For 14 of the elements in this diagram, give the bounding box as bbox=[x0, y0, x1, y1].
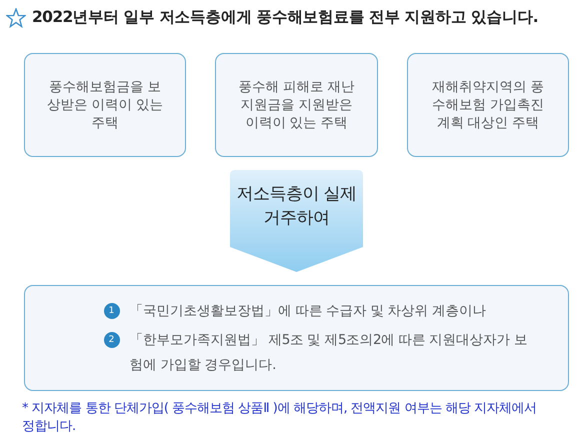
footnote: * 지자체를 통한 단체가입( 풍수해보험 상품Ⅱ )에 해당하며, 전액지원 여부는 해당 지자체에서 정합니다. bbox=[22, 400, 538, 436]
list-item: 「한부모가족지원법」 제5조 및 제5조의2에 따른 지원대상자가 보험에 가입할 경우입니다. bbox=[130, 330, 529, 374]
title: 2022년부터 일부 저소득층에게 풍수해보험료를 전부 지원하고 있습니다. bbox=[32, 7, 538, 28]
card-text: 풍수해보험금을 보상받은 이력이 있는 주택 bbox=[46, 78, 164, 132]
criteria-card bbox=[24, 53, 186, 157]
list-panel bbox=[24, 285, 569, 391]
step-number: 1 bbox=[104, 302, 120, 318]
card-text: 재해취약지역의 풍수해보험 가입촉진 계획 대상인 주택 bbox=[431, 78, 545, 132]
arrow-label: 저소득층이 실제 거주하여 bbox=[236, 183, 358, 230]
list-item: 「국민기초생활보장법」에 따른 수급자 및 차상위 계층이나 bbox=[130, 302, 487, 320]
criteria-card bbox=[407, 53, 569, 157]
card-text: 풍수해 피해로 재난지원금을 지원받은 이력이 있는 주택 bbox=[238, 78, 356, 132]
criteria-card bbox=[215, 53, 378, 157]
step-number: 2 bbox=[104, 332, 120, 348]
